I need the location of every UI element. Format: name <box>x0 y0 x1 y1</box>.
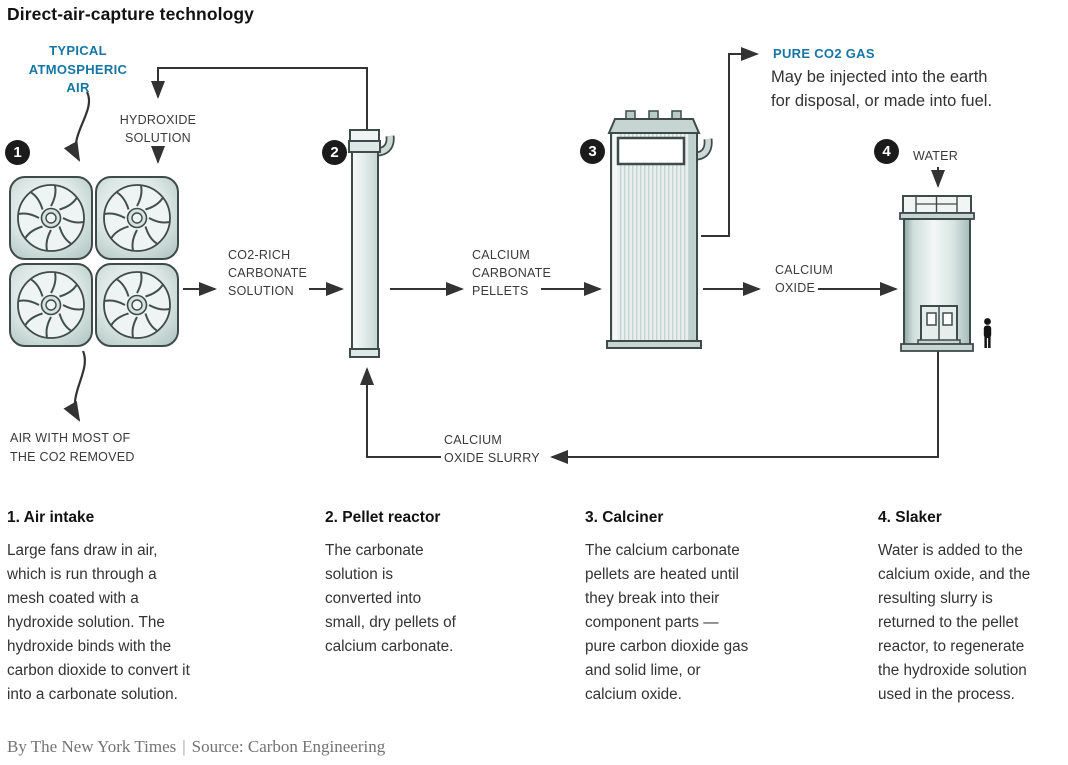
flow-arrows <box>63 47 945 464</box>
step-heading: 4. Slaker <box>878 509 942 526</box>
step-description-calciner: 3. Calciner The calcium carbonate pellet… <box>585 509 800 707</box>
label-air-co2-removed: AIR WITH MOST OF THE CO2 REMOVED <box>10 431 135 464</box>
label-hydroxide-solution: HYDROXIDE SOLUTION <box>119 113 197 145</box>
step-body: The calcium carbonate pellets are heated… <box>585 542 749 703</box>
calciner-tower <box>606 110 713 349</box>
step-description-pellet-reactor: 2. Pellet reactor The carbonate solution… <box>325 509 510 659</box>
label-typical-atmospheric-air: TYPICAL ATMOSPHERIC AIR <box>28 43 128 95</box>
label-calcium-carbonate-pellets: CALCIUM CARBONATE PELLETS <box>472 248 552 298</box>
air-out-arrow <box>63 350 86 422</box>
pure-co2-pipe <box>701 47 759 237</box>
step-badge-4: 4 <box>874 139 899 164</box>
label-calcium-oxide: CALCIUM OXIDE <box>775 263 834 295</box>
hydroxide-return-line <box>151 67 368 130</box>
step-heading: 3. Calciner <box>585 509 664 526</box>
source-credit: Source: Carbon Engineering <box>191 737 386 756</box>
slurry-return-line <box>550 349 939 464</box>
credit-line: By The New York Times | Source: Carbon Eng… <box>7 737 385 757</box>
label-pure-co2-note: May be injected into the earth for dispo… <box>771 68 993 110</box>
person-scale-icon <box>983 318 992 348</box>
slaker-tower <box>899 195 975 352</box>
process-diagram-canvas <box>9 47 992 464</box>
step-heading: 2. Pellet reactor <box>325 509 441 526</box>
fan-array-icon <box>9 176 179 347</box>
label-co2-rich-carbonate-solution: CO2-RICH CARBONATE SOLUTION <box>228 248 308 298</box>
credit-separator: | <box>182 737 186 756</box>
step-description-air-intake: 1. Air intake Large fans draw in air, wh… <box>7 509 249 707</box>
byline: By The New York Times <box>7 737 177 756</box>
step-body: Water is added to the calcium oxide, and… <box>878 542 1031 703</box>
step-badge-3: 3 <box>580 139 605 164</box>
label-pure-co2-gas: PURE CO2 GAS <box>773 46 875 61</box>
pellet-reactor-column <box>348 129 395 358</box>
step-badge-1: 1 <box>5 140 30 165</box>
step-badge-2: 2 <box>322 140 347 165</box>
step-body: The carbonate solution is converted into… <box>325 542 456 655</box>
step-heading: 1. Air intake <box>7 509 95 526</box>
label-water: WATER <box>913 149 958 163</box>
label-calcium-oxide-slurry: CALCIUM OXIDE SLURRY <box>444 433 540 465</box>
step-description-slaker: 4. Slaker Water is added to the calcium … <box>878 509 1068 707</box>
graphic-title: Direct-air-capture technology <box>7 4 254 24</box>
slurry-to-reactor-arrow <box>360 367 441 458</box>
air-in-arrow <box>63 91 90 162</box>
step-body: Large fans draw in air, which is run thr… <box>7 542 190 703</box>
